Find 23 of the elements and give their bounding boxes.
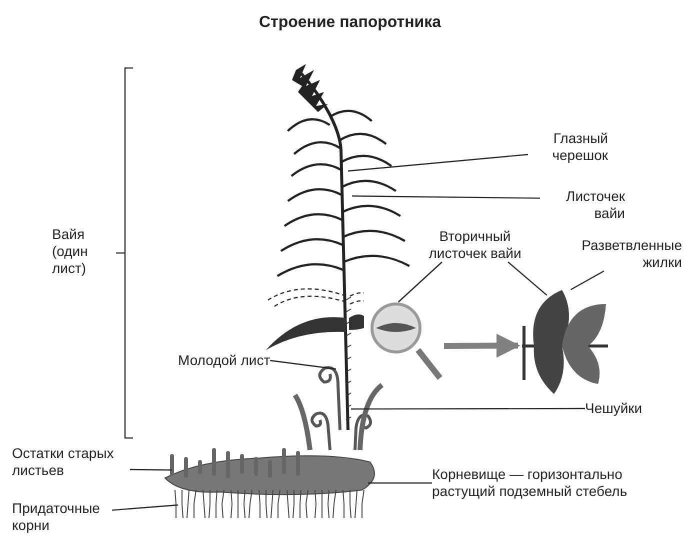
leader-line — [398, 262, 442, 302]
part-label: Вайя (один лист) — [52, 226, 89, 277]
part-label: Разветвленные жилки — [552, 237, 682, 271]
part-label: Остатки старых листьев — [12, 445, 130, 479]
leader-line — [570, 270, 604, 290]
part-label: Чешуйки — [585, 400, 642, 417]
leader-line — [130, 468, 172, 471]
leader-line — [351, 408, 585, 410]
leader-line — [112, 504, 178, 511]
part-label: Глазный черешок — [528, 130, 608, 164]
leader-line — [368, 482, 432, 484]
leader-line — [348, 154, 528, 172]
leader-line — [270, 360, 336, 370]
leader-line — [508, 262, 548, 296]
magnifying-glass-drawing — [368, 302, 444, 382]
arrow — [444, 334, 520, 358]
part-label: Молодой лист — [178, 352, 270, 369]
part-label: Придаточные корни — [12, 500, 112, 534]
part-label: Листочек вайи — [540, 188, 625, 222]
leader-line — [352, 195, 540, 199]
part-label: Вторичный листочек вайи — [420, 228, 530, 262]
part-label: Корневище — горизонтально растущий подземный стебель — [432, 466, 647, 500]
title: Строение папоротника — [258, 14, 442, 31]
